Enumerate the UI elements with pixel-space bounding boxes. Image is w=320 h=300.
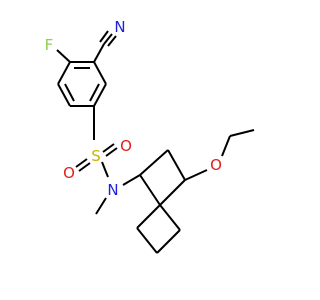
ring-b-bond-3 bbox=[136, 227, 158, 254]
benzene-ring bbox=[57, 61, 107, 107]
bond-n-spiro bbox=[122, 174, 141, 186]
nitrile-group bbox=[93, 30, 117, 63]
ring-b-bond-1 bbox=[159, 204, 181, 231]
triple-bond-line-b bbox=[99, 30, 109, 43]
ring-bond-2 bbox=[93, 61, 107, 85]
ether-oxygen-atom: O bbox=[210, 156, 222, 174]
sulfonyl-group bbox=[75, 106, 118, 178]
bond-ch2-ch3 bbox=[229, 129, 255, 137]
ring-a-bond-3 bbox=[159, 179, 186, 206]
triple-bond-line-a bbox=[103, 33, 113, 45]
sulfonyl-oxygen-2: O bbox=[63, 164, 75, 182]
bond-s-o-b bbox=[105, 147, 118, 157]
triple-bond-line-c bbox=[107, 35, 117, 47]
bond-s-n bbox=[101, 161, 109, 178]
fluorine-atom: F bbox=[45, 36, 54, 54]
bond-s-o2-a bbox=[75, 158, 88, 168]
bond-s-o2-b bbox=[78, 162, 91, 172]
amine-nitrogen-atom: N bbox=[107, 181, 118, 199]
ring-b-bond-4 bbox=[136, 204, 161, 229]
ring-bond-3 bbox=[93, 83, 107, 107]
sulfur-atom: S bbox=[91, 147, 101, 165]
nitrile-nitrogen-atom: N bbox=[114, 18, 125, 36]
ring-double-inner-2 bbox=[89, 83, 100, 102]
molecule-structure: F N S O O N O bbox=[45, 18, 255, 254]
ring-double-inner-3 bbox=[64, 83, 75, 102]
sulfonyl-oxygen-1: O bbox=[120, 137, 132, 155]
bond-c-f bbox=[56, 49, 71, 63]
bond-c-cn bbox=[93, 43, 105, 63]
molecule-diagram: F N S O O N O bbox=[44, 18, 255, 254]
ring-bond-6 bbox=[57, 61, 71, 85]
ring-a-bond-4 bbox=[139, 174, 161, 206]
bond-s-o-a bbox=[102, 143, 115, 153]
bond-c-o-ether bbox=[184, 169, 208, 181]
ring-bond-5 bbox=[57, 83, 71, 107]
ring-a-bond-1 bbox=[139, 149, 169, 176]
ring-b-bond-2 bbox=[156, 229, 181, 254]
bond-o-ch2 bbox=[221, 135, 231, 157]
spiro-ring-system bbox=[136, 149, 186, 254]
bond-n-methyl bbox=[95, 197, 107, 215]
ring-a-bond-2 bbox=[167, 149, 186, 181]
